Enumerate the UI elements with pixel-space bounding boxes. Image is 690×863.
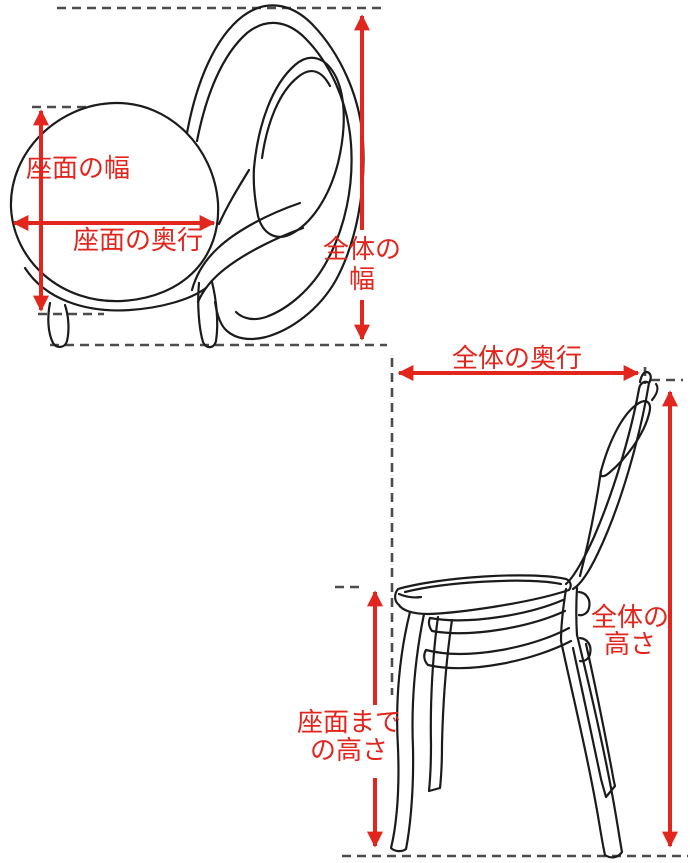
backrest-tip-detail	[650, 382, 659, 402]
front-leg-far	[427, 615, 454, 793]
seat-height-label-line2: の高さ	[309, 736, 388, 766]
ring-stretcher-top	[424, 626, 571, 655]
overall-width-label-line1: 全体の	[322, 235, 401, 265]
dashed-guide-lines	[32, 6, 688, 858]
overall-width-label-line2: 幅	[348, 265, 375, 295]
front-left-leg-top-view	[47, 301, 70, 348]
side-view-chair-line-art	[389, 370, 659, 859]
dimension-arrows	[12, 14, 678, 848]
top-view-chair-line-art	[9, 4, 365, 349]
seat-depth-label: 座面の奥行	[73, 226, 204, 256]
backrest-post-inner	[564, 387, 641, 586]
seat-rim	[23, 266, 208, 312]
seat-frame-band-top	[428, 598, 565, 622]
overall-height-label-line1: 全体の	[590, 603, 669, 633]
ring-stretcher-bottom	[423, 639, 573, 670]
overall-height-label: 全体の 高さ	[580, 605, 680, 659]
arm-curve-1	[190, 201, 302, 292]
backrest-tip	[637, 370, 652, 391]
seat-height-label: 座面まで の高さ	[294, 709, 404, 765]
backrest-inner-oval	[252, 56, 345, 238]
front-leg-near	[389, 610, 426, 853]
seat-top-view	[9, 101, 220, 303]
backrest-post-outer	[571, 381, 651, 591]
seat-rim-line	[403, 579, 563, 594]
overall-width-label: 全体の 幅	[312, 235, 412, 295]
seat-frame-band-bottom	[427, 609, 567, 635]
backrest-hoop-tail	[578, 469, 603, 578]
post-knob-upper	[577, 590, 591, 617]
overall-depth-label: 全体の奥行	[452, 344, 583, 374]
overall-height-label-line2: 高さ	[603, 630, 656, 660]
back-post-to-leg	[559, 586, 579, 643]
backrest-inner-oval-detail	[260, 69, 332, 160]
back-leg-near	[559, 633, 624, 859]
seat-width-label: 座面の幅	[26, 154, 131, 184]
backrest-loop-inner	[195, 21, 353, 321]
seat-side-view	[394, 574, 572, 616]
seat-front-notch	[397, 592, 423, 599]
arm-curve-2	[196, 226, 305, 304]
arm-joint-line	[217, 168, 251, 226]
seat-height-label-line1: 座面まで	[296, 708, 401, 738]
backrest-hoop	[599, 400, 652, 478]
post-knob-lower	[578, 636, 592, 663]
back-leg-far	[571, 642, 617, 799]
